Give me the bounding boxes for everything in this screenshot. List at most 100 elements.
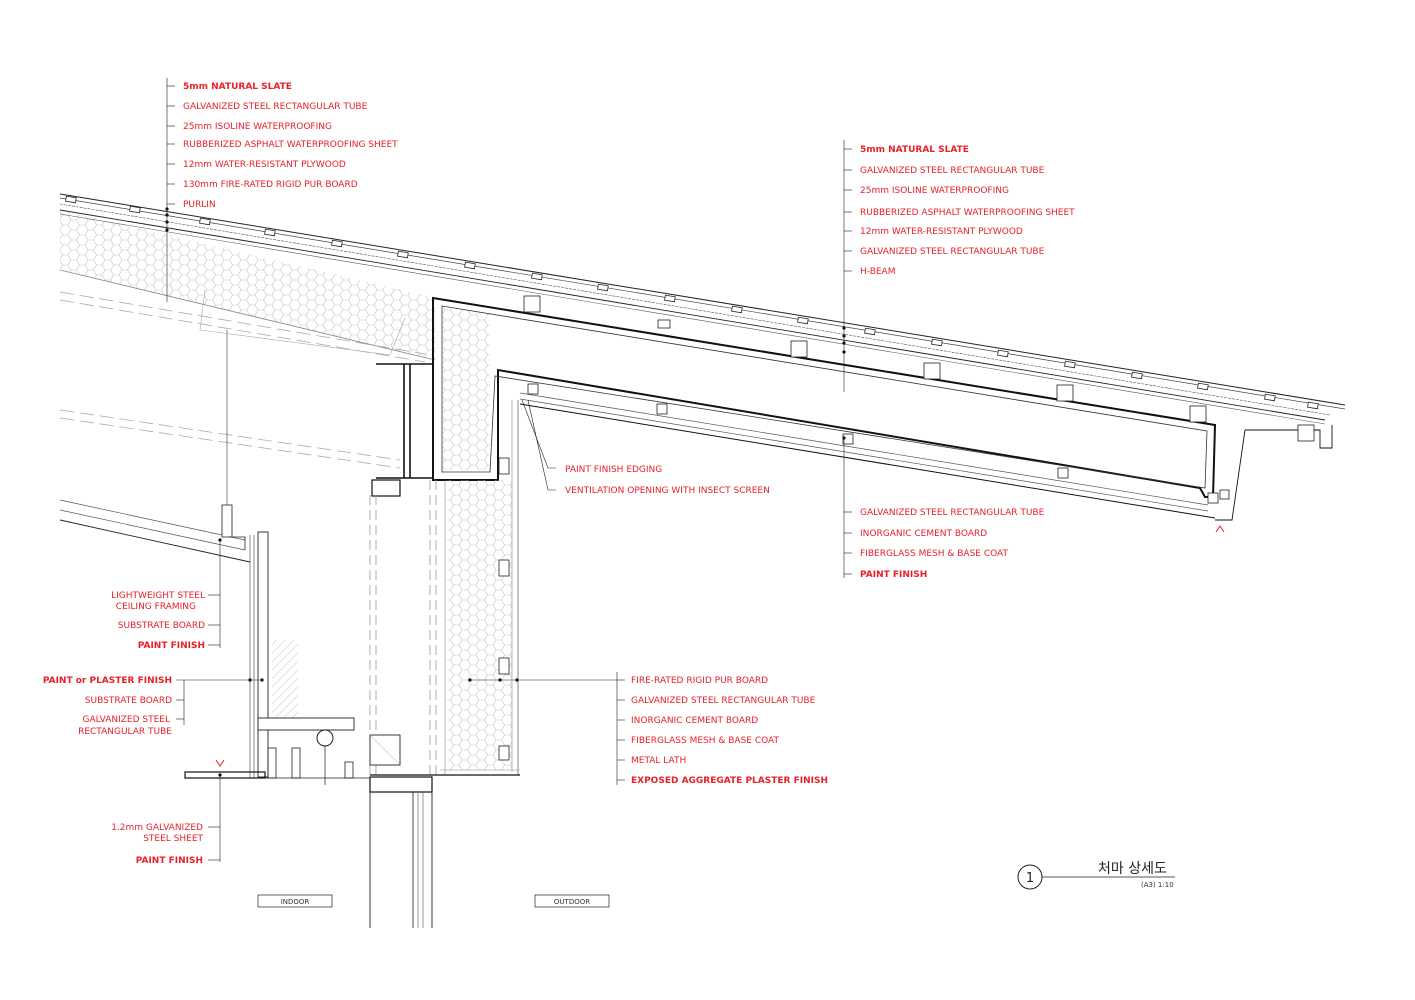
tube-box — [1056, 384, 1074, 402]
sill-frame-2 — [291, 747, 301, 779]
tube-box — [498, 559, 510, 577]
steel-beam — [371, 363, 432, 497]
sill-board — [257, 717, 355, 731]
tube-box — [1297, 424, 1315, 442]
leader-dot — [165, 220, 169, 224]
ceiling-board-3 — [59, 519, 251, 563]
interior-wall-labels: PAINT or PLASTER FINISH SUBSTRATE BOARD … — [43, 676, 184, 737]
label-upper-right-3: RUBBERIZED ASPHALT WATERPROOFING SHEET — [860, 208, 1075, 218]
window-head-x — [369, 734, 401, 766]
roof-upper-left-labels: 5mm NATURAL SLATE GALVANIZED STEEL RECTA… — [167, 82, 398, 210]
label-upper-left-5: 130mm FIRE-RATED RIGID PUR BOARD — [183, 180, 358, 190]
leader-dot — [842, 436, 846, 440]
tube-box — [523, 295, 541, 313]
ceiling-channel — [228, 536, 246, 550]
batten — [731, 305, 743, 314]
interior — [59, 330, 370, 785]
soffit-line-2 — [519, 398, 1209, 512]
label-ceiling-0b: CEILING FRAMING — [116, 602, 196, 612]
label-sill-0b: STEEL SHEET — [143, 834, 203, 844]
tube-box — [498, 657, 510, 675]
purlin-dashed-4 — [59, 417, 401, 469]
label-upper-left-0: 5mm NATURAL SLATE — [183, 82, 292, 92]
interior-stud — [257, 531, 269, 778]
eave-tubes — [523, 295, 1315, 504]
edging-labels: PAINT FINISH EDGING VENTILATION OPENING … — [565, 465, 770, 496]
leader-dot — [218, 773, 222, 777]
leader-edging — [521, 399, 556, 469]
sill-labels: 1.2mm GALVANIZED STEEL SHEET PAINT FINIS… — [111, 823, 220, 866]
batten — [65, 195, 77, 204]
label-wall-4: METAL LATH — [631, 756, 686, 766]
label-upper-left-2: 25mm ISOLINE WATERPROOFING — [183, 122, 332, 132]
label-upper-right-1: GALVANIZED STEEL RECTANGULAR TUBE — [860, 166, 1045, 176]
label-wall-0: FIRE-RATED RIGID PUR BOARD — [631, 676, 768, 686]
purlin-dashed — [59, 291, 426, 355]
batten — [264, 228, 276, 237]
leader-dot — [260, 678, 264, 682]
tube-box — [1057, 467, 1069, 479]
batten — [331, 239, 343, 248]
leader-dot — [218, 538, 222, 542]
label-upper-left-3: RUBBERIZED ASPHALT WATERPROOFING SHEET — [183, 140, 398, 150]
label-soffit-2: FIBERGLASS MESH & BASE COAT — [860, 549, 1009, 559]
leader-dot — [842, 350, 846, 354]
label-int-wall-0: PAINT or PLASTER FINISH — [43, 676, 172, 686]
hatched-block — [272, 640, 298, 718]
roof-upper-right-labels: 5mm NATURAL SLATE GALVANIZED STEEL RECTA… — [844, 145, 1075, 277]
tube-box — [1219, 489, 1230, 500]
detail-scale: (A3) 1:10 — [1141, 881, 1174, 889]
leader-vent — [527, 399, 556, 491]
label-wall-5: EXPOSED AGGREGATE PLASTER FINISH — [631, 776, 828, 786]
label-soffit-1: INORGANIC CEMENT BOARD — [860, 529, 987, 539]
wall-tubes — [498, 457, 510, 761]
tube-box — [498, 745, 510, 761]
leader-dot — [165, 213, 169, 217]
leader-dot — [248, 678, 252, 682]
batten — [531, 272, 543, 281]
label-upper-left-4: 12mm WATER-RESISTANT PLYWOOD — [183, 160, 346, 170]
label-wall-2: INORGANIC CEMENT BOARD — [631, 716, 758, 726]
slate-battens — [65, 195, 1319, 410]
leader-dot — [498, 678, 502, 682]
leader-dot — [515, 678, 519, 682]
batten — [1264, 393, 1276, 402]
tube-box — [790, 340, 808, 358]
eave-insulation — [443, 307, 490, 470]
batten — [664, 294, 676, 303]
label-soffit-0: GALVANIZED STEEL RECTANGULAR TUBE — [860, 508, 1045, 518]
leader-dot — [842, 326, 846, 330]
purlin-dashed-3 — [59, 409, 401, 461]
outdoor-label: OUTDOOR — [554, 898, 590, 906]
ceiling-labels: LIGHTWEIGHT STEEL CEILING FRAMING SUBSTR… — [111, 591, 220, 651]
eave-inner-outline — [441, 305, 1208, 489]
tube-box — [1207, 492, 1219, 504]
marker-sill — [215, 759, 225, 767]
batten — [464, 261, 476, 270]
soffit-line — [519, 392, 1209, 506]
title-block: 1 처마 상세도 (A3) 1:10 — [1017, 861, 1175, 890]
label-upper-left-1: GALVANIZED STEEL RECTANGULAR TUBE — [183, 102, 368, 112]
tube-box — [498, 457, 510, 475]
batten — [1307, 401, 1319, 410]
detail-number: 1 — [1026, 871, 1034, 886]
wall-head-tube — [371, 479, 401, 497]
label-edging-0: PAINT FINISH EDGING — [565, 465, 662, 475]
batten — [597, 283, 609, 292]
label-upper-right-0: 5mm NATURAL SLATE — [860, 145, 969, 155]
label-ceiling-1: SUBSTRATE BOARD — [118, 621, 205, 631]
roof-assembly — [59, 193, 1346, 469]
window-frame — [369, 776, 433, 793]
soffit-line-3 — [519, 403, 1216, 519]
indoor-label: INDOOR — [281, 898, 310, 906]
wall-exterior-labels: FIRE-RATED RIGID PUR BOARD GALVANIZED ST… — [617, 676, 828, 786]
insulation-bottom — [59, 269, 436, 361]
tube-box — [923, 362, 941, 380]
roller-blind — [316, 729, 334, 747]
outdoor-tag — [534, 894, 610, 908]
plywood-line — [59, 209, 1326, 421]
ceiling-board — [59, 499, 246, 541]
wall-insulation — [447, 480, 512, 770]
slate-line — [59, 193, 1346, 406]
